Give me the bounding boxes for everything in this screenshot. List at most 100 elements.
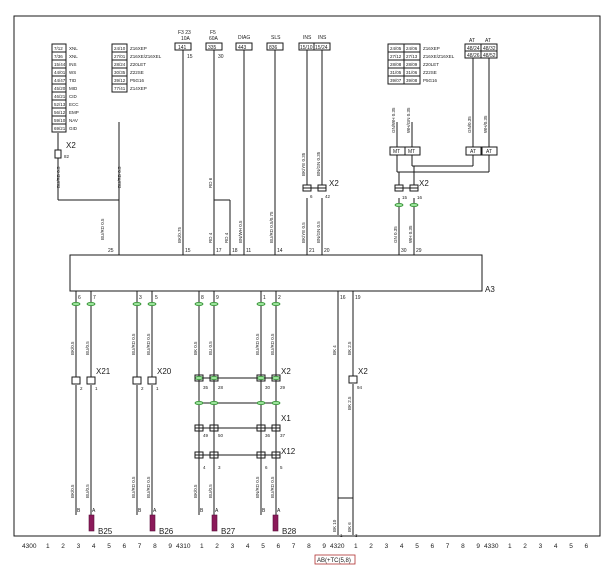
wire-label: BU/RD 0.5 bbox=[131, 476, 136, 498]
ref-diag-code: 443 bbox=[238, 45, 247, 51]
ruler-block: 4300 bbox=[22, 543, 37, 550]
code-right-code-b: 31/06 bbox=[406, 70, 418, 75]
splice-marker bbox=[209, 301, 219, 306]
ruler-digit: 5 bbox=[415, 543, 419, 550]
wire-label: BN/GN 0.5 bbox=[316, 221, 321, 243]
wire-label: BK 10 bbox=[332, 519, 337, 532]
ruler-digit: 7 bbox=[292, 543, 296, 550]
splice-marker bbox=[194, 301, 204, 306]
ruler-digit: 8 bbox=[153, 543, 157, 550]
svg-text:28: 28 bbox=[218, 385, 224, 390]
ref-diag-label: DIAG bbox=[238, 35, 250, 41]
code-right-code-a: 27/12 bbox=[390, 54, 402, 59]
svg-text:2: 2 bbox=[278, 295, 281, 301]
code-mid-text: P5G16 bbox=[130, 78, 145, 83]
splice-marker bbox=[256, 375, 266, 380]
svg-text:A: A bbox=[215, 508, 219, 514]
ruler-digit: 7 bbox=[446, 543, 450, 550]
code-right-code-a: 28/08 bbox=[390, 62, 402, 67]
ref-at1-code: 48/24 bbox=[467, 46, 480, 52]
svg-text:3: 3 bbox=[218, 465, 221, 470]
ruler-digit: 5 bbox=[107, 543, 111, 550]
svg-text:20: 20 bbox=[324, 248, 330, 254]
splice-marker bbox=[271, 375, 281, 380]
bottom-ref-label: AB(+TC(5,8) bbox=[317, 558, 351, 564]
splice-marker bbox=[209, 400, 219, 405]
wire-label: RD 4 bbox=[208, 232, 213, 243]
splice-marker bbox=[256, 301, 266, 306]
ruler-digit: 8 bbox=[307, 543, 311, 550]
ref-f3-label: F3 23 bbox=[178, 30, 191, 36]
code-left-box bbox=[51, 123, 67, 133]
ruler-digit: 5 bbox=[261, 543, 265, 550]
code-left-code: 44/47 bbox=[54, 78, 66, 83]
code-mid-code: 24/10 bbox=[114, 46, 126, 51]
wire-label: BU/0.5 bbox=[85, 341, 90, 355]
svg-text:94: 94 bbox=[357, 385, 363, 390]
svg-text:3: 3 bbox=[355, 533, 358, 538]
svg-text:9: 9 bbox=[216, 295, 219, 301]
fuse-pin-f5: 30 bbox=[218, 54, 224, 60]
wire-label: WH 0.35 bbox=[408, 225, 413, 243]
wire-label: BK 2.5 bbox=[347, 341, 352, 355]
wire-label: BU/RD 0.5 bbox=[270, 333, 275, 355]
ref-at2-label: AT bbox=[485, 38, 491, 44]
svg-text:A: A bbox=[153, 508, 157, 514]
wire-label: BK/0.5 bbox=[70, 341, 75, 355]
wire-label: GN 0.35 bbox=[393, 226, 398, 243]
svg-text:17: 17 bbox=[216, 248, 222, 254]
wire-label: WH/0.35 bbox=[483, 115, 488, 133]
code-mid-text: Z20LET bbox=[130, 62, 146, 67]
svg-text:15: 15 bbox=[185, 248, 191, 254]
ruler-digit: 4 bbox=[400, 543, 404, 550]
x12-label: X12 bbox=[281, 447, 296, 456]
code-left-text: ECC bbox=[69, 102, 79, 107]
code-mid-code: 30/35 bbox=[114, 70, 126, 75]
wire-label: WH/GN 0.35 bbox=[406, 107, 411, 133]
wire-label: BN/RD 0.5 bbox=[255, 476, 260, 498]
svg-text:A: A bbox=[277, 508, 281, 514]
svg-text:35: 35 bbox=[203, 385, 209, 390]
ruler-block: 4310 bbox=[176, 543, 191, 550]
code-mid-code: 27/01 bbox=[114, 54, 126, 59]
code-left-code: 52/13 bbox=[54, 102, 66, 107]
ruler-digit: 3 bbox=[77, 543, 81, 550]
code-mid-text: Z16XEP bbox=[130, 46, 147, 51]
code-right-text: Z16XE/Z16XEL bbox=[423, 54, 455, 59]
svg-text:30: 30 bbox=[401, 248, 407, 254]
svg-text:6: 6 bbox=[78, 295, 81, 301]
code-left-text: CID bbox=[69, 94, 78, 99]
x2-mid-pin-1: 6 bbox=[310, 194, 313, 199]
svg-text:29: 29 bbox=[416, 248, 422, 254]
svg-text:29: 29 bbox=[280, 385, 286, 390]
code-right-code-b: 24/06 bbox=[406, 46, 418, 51]
svg-text:3: 3 bbox=[139, 295, 142, 301]
ruler-digit: 5 bbox=[569, 543, 573, 550]
svg-text:14: 14 bbox=[277, 248, 283, 254]
code-left-code: 7/12 bbox=[54, 46, 63, 51]
svg-text:2: 2 bbox=[80, 386, 83, 391]
ref-ins2-label: INS bbox=[318, 35, 327, 41]
svg-text:18: 18 bbox=[232, 248, 238, 254]
wire-label: BU/RD 0.5 bbox=[146, 333, 151, 355]
x1-label: X1 bbox=[281, 414, 291, 423]
ruler-digit: 6 bbox=[585, 543, 589, 550]
mt-at-boxes: MT MT AT AT bbox=[389, 146, 498, 156]
code-left-code: 44/01 bbox=[54, 70, 66, 75]
ruler-digit: 4 bbox=[246, 543, 250, 550]
wire-label: BU/0.5 bbox=[85, 484, 90, 498]
code-left-text: TID bbox=[69, 78, 77, 83]
ref-f3-amp: 10A bbox=[181, 36, 191, 42]
splice-markers bbox=[71, 301, 281, 405]
splice-marker bbox=[271, 301, 281, 306]
code-mid-code: 39/12 bbox=[114, 78, 126, 83]
code-right-text: Z22SE bbox=[423, 70, 437, 75]
at-label-1: AT bbox=[470, 149, 476, 155]
svg-text:16: 16 bbox=[340, 295, 346, 301]
wire-label: BK 0.5 bbox=[193, 341, 198, 355]
code-mid-text: Z16XE/Z16XEL bbox=[130, 54, 162, 59]
code-mid-text: Z14XEP bbox=[130, 86, 147, 91]
